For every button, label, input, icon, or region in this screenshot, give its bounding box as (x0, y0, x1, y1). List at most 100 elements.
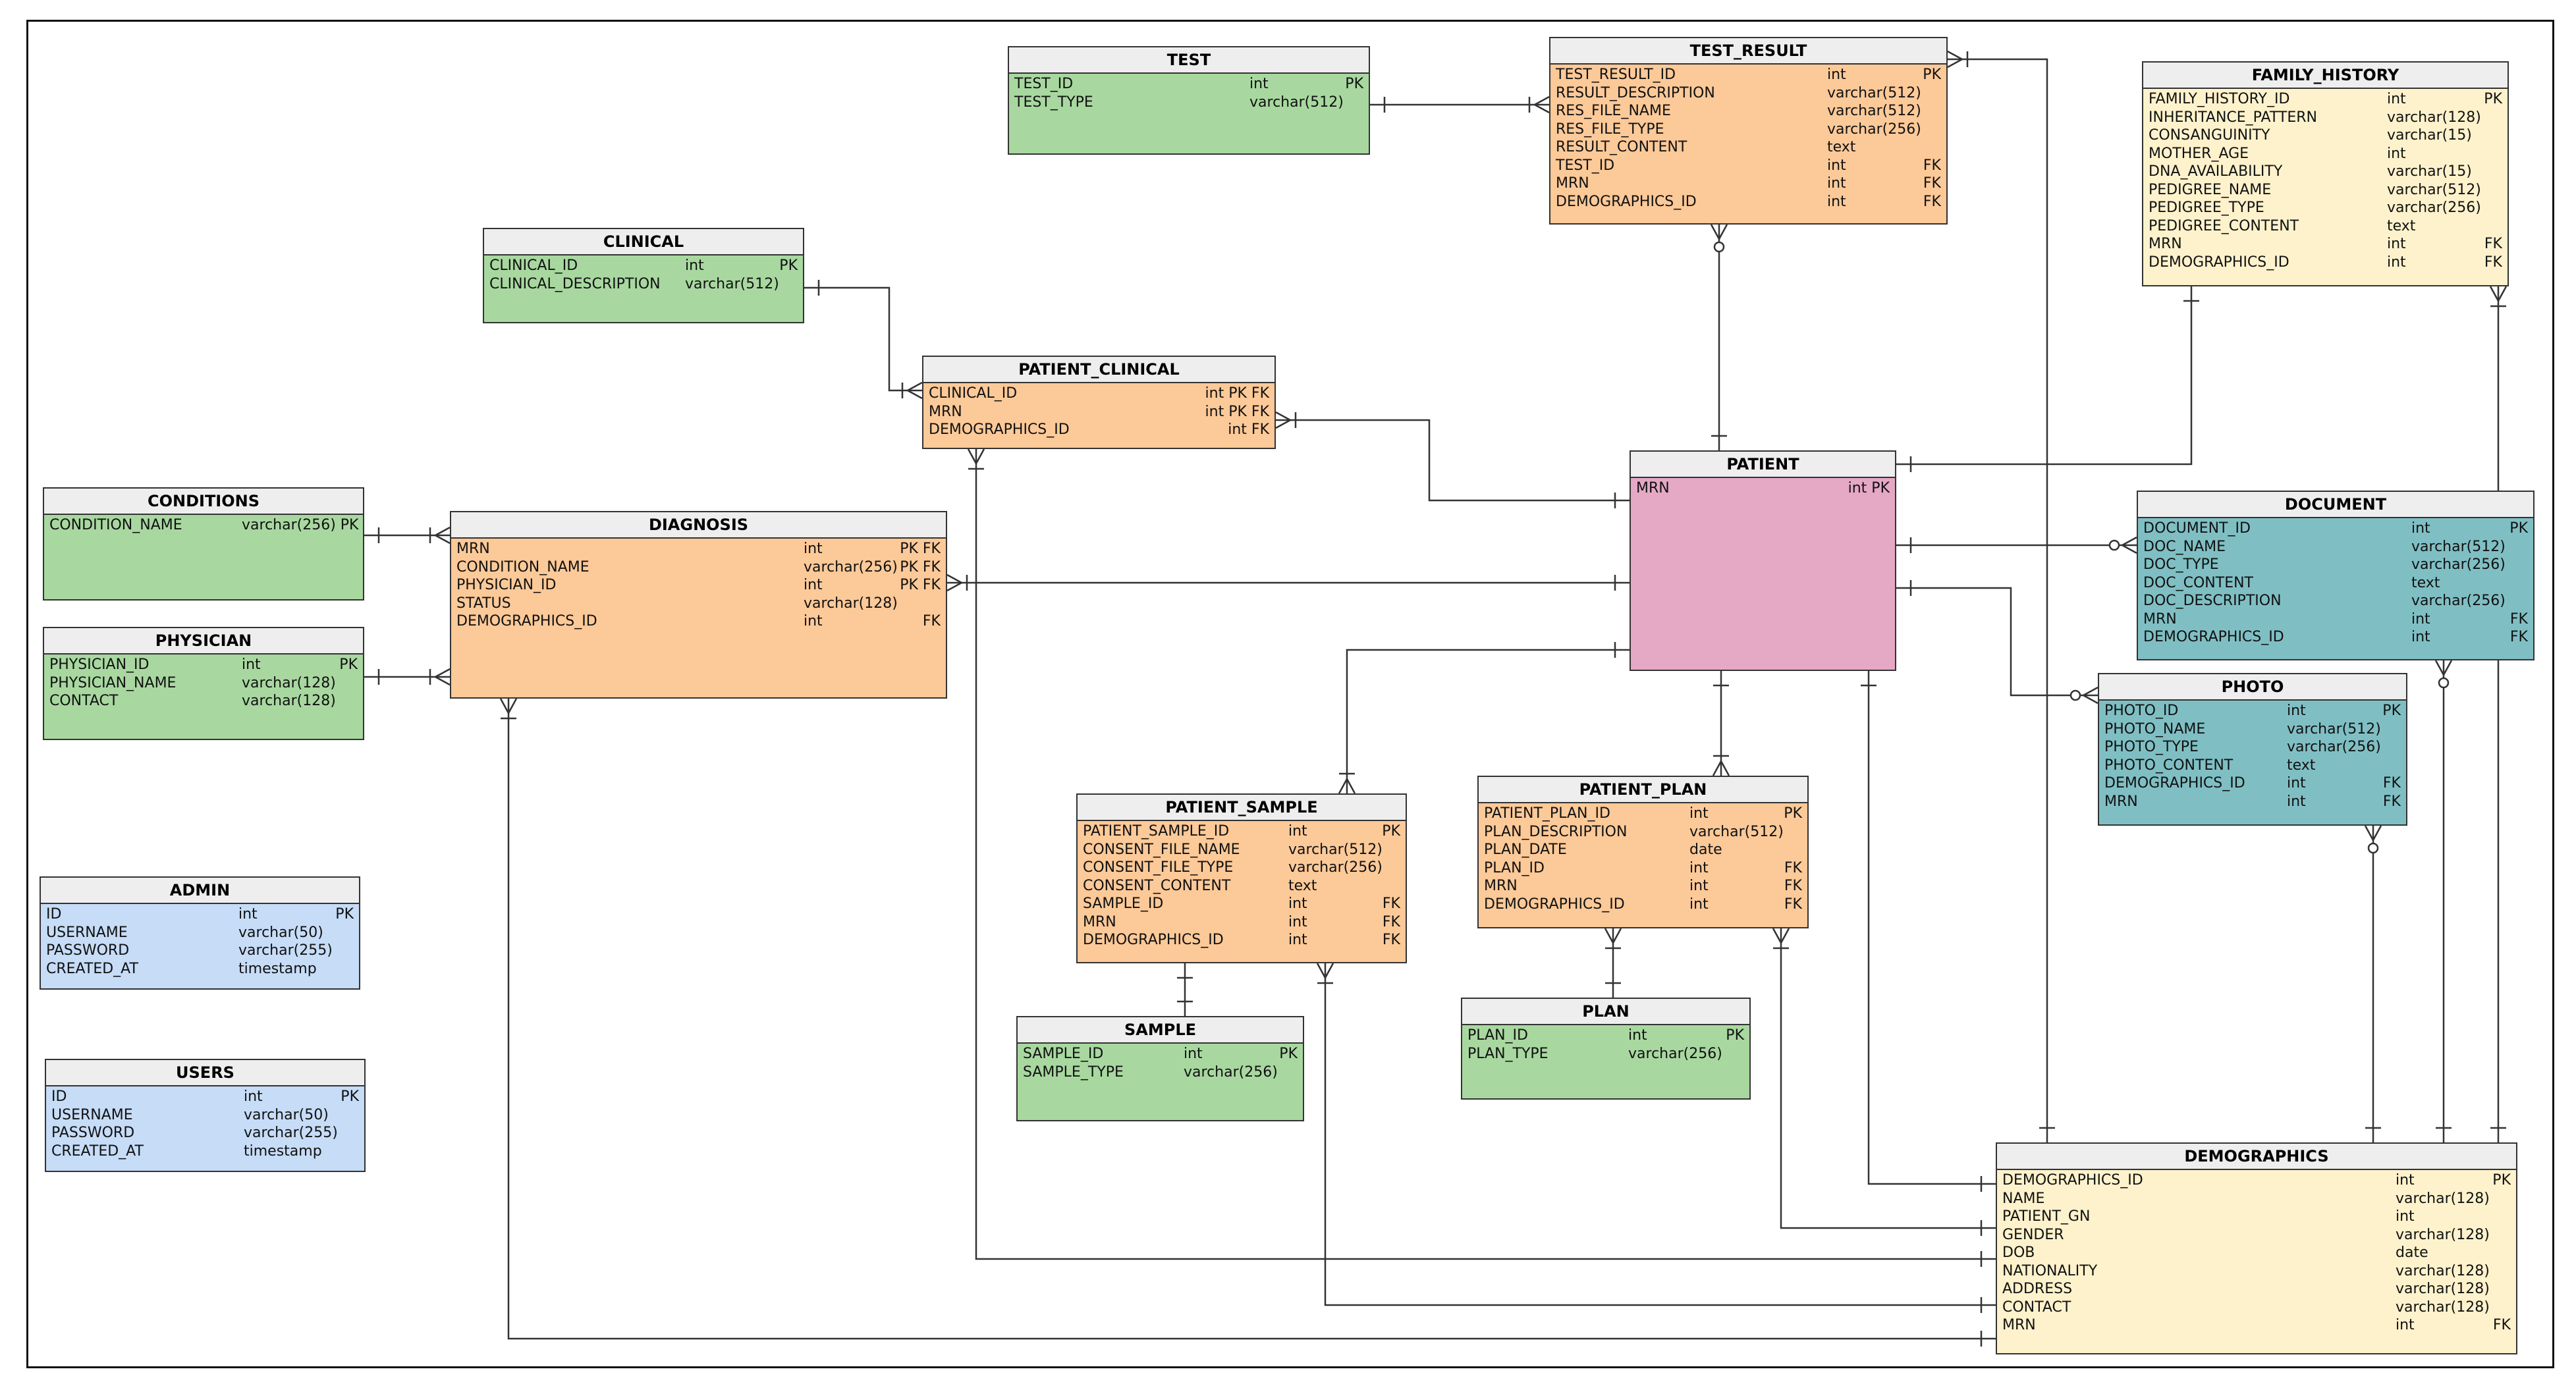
field-type: varchar(512) (1827, 103, 1921, 119)
field-field: STATUS (456, 595, 511, 612)
field-key: int PK (1848, 480, 1890, 496)
field-key: int FK (1228, 421, 1269, 438)
many-marker (1720, 761, 1730, 776)
field-key: FK (2382, 775, 2401, 791)
field-field: PEDIGREE_NAME (2149, 181, 2272, 198)
many-marker (1534, 103, 1550, 114)
table-title: PATIENT_PLAN (1479, 777, 1807, 803)
many-marker (1275, 419, 1291, 429)
field-type: varchar(256) (2411, 593, 2506, 609)
many-marker (2122, 536, 2137, 547)
many-marker (435, 526, 451, 537)
field-field: FAMILY_HISTORY_ID (2149, 91, 2290, 107)
many-marker (2489, 286, 2500, 302)
field-field: PLAN_TYPE (1467, 1045, 1548, 1062)
table-title: PATIENT_SAMPLE (1078, 795, 1406, 821)
field-field: PLAN_ID (1467, 1027, 1528, 1044)
field-field: DEMOGRAPHICS_ID (2149, 254, 2289, 271)
field-field: ID (51, 1088, 67, 1105)
field-field: PHOTO_ID (2104, 703, 2179, 719)
field-type: timestamp (244, 1142, 322, 1160)
relationship-line (975, 449, 1996, 1260)
field-field: USERNAME (51, 1106, 133, 1123)
field-key: FK (1923, 175, 1941, 192)
many-marker (1712, 761, 1722, 776)
relationship-line (1948, 58, 2048, 1142)
field-key: FK (922, 613, 941, 629)
table-title: PATIENT (1631, 452, 1895, 478)
field-key: PK (335, 906, 354, 922)
relationship-line (507, 699, 1996, 1340)
field-key: FK (2382, 793, 2401, 810)
field-field: PLAN_DATE (1484, 842, 1567, 858)
field-field: MRN (929, 403, 962, 420)
field-field: PATIENT_PLAN_ID (1484, 805, 1610, 822)
field-type: int (1249, 76, 1269, 92)
field-field: CONSANGUINITY (2149, 127, 2270, 144)
field-type: varchar(256) (1827, 120, 1921, 138)
field-field: DOC_CONTENT (2143, 574, 2253, 591)
field-type: varchar(50) (244, 1106, 329, 1123)
field-type: int (1689, 805, 1709, 822)
field-type: int (804, 577, 823, 593)
field-field: DEMOGRAPHICS_ID (929, 421, 1070, 438)
field-key: FK (1784, 895, 1802, 913)
field-type: varchar(512) (2411, 538, 2506, 555)
field-type: int (1689, 895, 1709, 913)
many-marker (2364, 825, 2374, 841)
field-type: int (1827, 157, 1846, 174)
field-type: varchar(128) (242, 693, 336, 709)
field-key: PK (339, 656, 358, 673)
field-type: int (2411, 610, 2430, 628)
table-title: TEST (1009, 47, 1369, 74)
field-field: DOC_TYPE (2143, 556, 2219, 573)
table-title: PHOTO (2099, 674, 2406, 701)
field-field: USERNAME (46, 924, 128, 941)
field-field: PLAN_DESCRIPTION (1484, 823, 1628, 840)
field-type: text (1288, 877, 1317, 894)
